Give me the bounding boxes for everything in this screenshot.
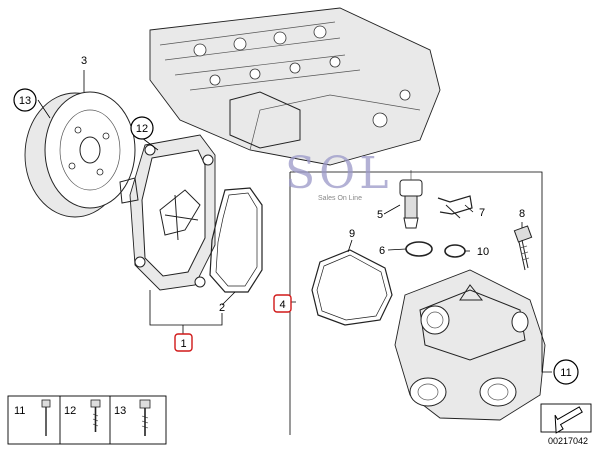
- svg-text:6: 6: [379, 245, 385, 257]
- svg-text:11: 11: [560, 367, 571, 379]
- svg-text:11: 11: [14, 405, 25, 417]
- svg-text:4: 4: [279, 299, 285, 311]
- diagram-id: 00217042: [548, 436, 588, 446]
- pulley-illustration: [24, 91, 136, 218]
- svg-text:12: 12: [136, 123, 148, 135]
- cylinder-head-illustration: [149, 7, 441, 166]
- svg-text:10: 10: [477, 246, 489, 258]
- arrow-icon: [554, 406, 583, 434]
- housing-gasket-illustration: [311, 249, 393, 326]
- svg-text:1: 1: [180, 338, 186, 350]
- o-ring-10-illustration: [444, 244, 466, 258]
- callout-9: 9: [349, 228, 355, 240]
- svg-text:13: 13: [114, 405, 126, 417]
- callout-13: 13: [13, 88, 37, 112]
- legend-item-11: 11: [14, 399, 51, 436]
- fastener-legend: 11 12 13: [7, 395, 167, 445]
- callout-8: 8: [519, 208, 525, 220]
- legend-item-12: 12: [64, 399, 101, 432]
- temperature-sensor-illustration: [399, 170, 423, 229]
- direction-arrow-box: [540, 403, 592, 434]
- callout-5: 5: [377, 209, 383, 221]
- callout-7: 7: [479, 207, 485, 219]
- callout-10: 10: [477, 246, 489, 258]
- svg-text:2: 2: [219, 302, 225, 314]
- bolt-12-icon: [90, 399, 101, 432]
- thermostat-housing-illustration: [394, 269, 546, 421]
- bolt-11-icon: [41, 399, 51, 436]
- svg-text:5: 5: [377, 209, 383, 221]
- water-pump-illustration: [119, 134, 216, 291]
- bolt-13-icon: [139, 399, 151, 436]
- o-ring-6-illustration: [405, 241, 433, 257]
- svg-text:9: 9: [349, 228, 355, 240]
- legend-item-13: 13: [114, 399, 151, 436]
- svg-text:12: 12: [64, 405, 76, 417]
- svg-text:Sales On Line: Sales On Line: [318, 195, 362, 202]
- callout-6: 6: [379, 245, 385, 257]
- callout-1: 1: [174, 333, 193, 352]
- clip-illustration: [437, 195, 473, 219]
- svg-text:SOL: SOL: [285, 148, 392, 199]
- svg-text:7: 7: [479, 207, 485, 219]
- callout-12: 12: [130, 116, 154, 140]
- callout-2: 2: [219, 302, 225, 314]
- gasket-illustration: [209, 187, 263, 293]
- svg-text:3: 3: [81, 55, 87, 67]
- bleed-screw-illustration: [513, 225, 533, 271]
- callout-11: 11: [553, 359, 579, 385]
- svg-text:13: 13: [19, 95, 31, 107]
- sol-watermark-logo: SOL Sales On Line: [285, 148, 392, 202]
- callout-3: 3: [81, 55, 87, 67]
- svg-text:8: 8: [519, 208, 525, 220]
- callout-4: 4: [273, 294, 292, 313]
